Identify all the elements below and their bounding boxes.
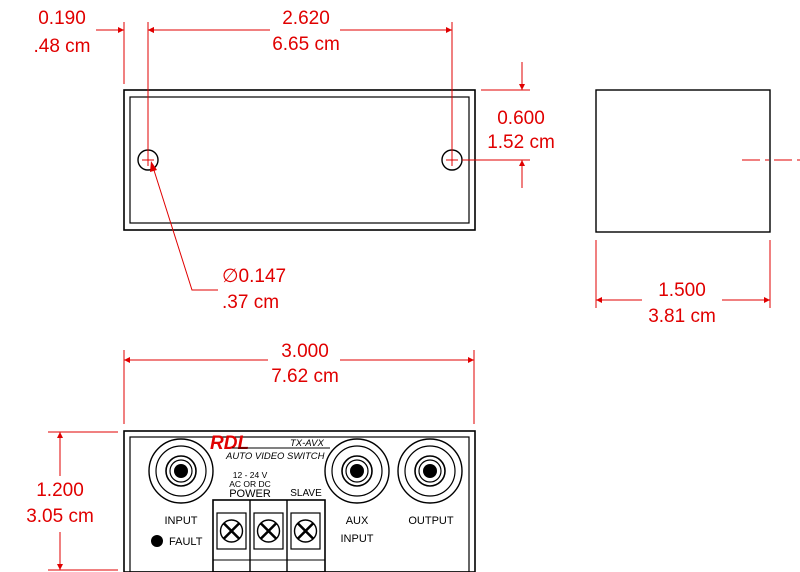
output-label: OUTPUT (408, 515, 454, 527)
aux-input-label: INPUT (341, 533, 374, 545)
dim-front-width-inch: 3.000 (281, 341, 329, 362)
dim-front-width-cm: 7.62 cm (271, 366, 339, 387)
hole-diameter-leader (151, 163, 218, 291)
model-number: TX-AVX (290, 438, 324, 449)
dim-hole-spacing-cm: 6.65 cm (272, 34, 340, 55)
terminal-screw-power-1[interactable] (216, 512, 247, 550)
side-view: 1.500 3.81 cm (595, 89, 800, 327)
dim-left-offset-cm: .48 cm (33, 36, 90, 57)
dim-depth-cm: 3.81 cm (648, 306, 716, 327)
product-name: AUTO VIDEO SWITCH (225, 451, 325, 462)
fault-label: FAULT (169, 536, 203, 548)
bnc-connector-aux-input[interactable] (324, 438, 390, 504)
terminal-screw-power-2[interactable] (253, 512, 284, 550)
brand-logo-text: RDL (210, 433, 249, 454)
hole-diameter-leader-arrow (150, 161, 157, 172)
top-view-outer-outline (123, 89, 476, 231)
input-label: INPUT (165, 515, 198, 527)
power-label: POWER (229, 488, 271, 500)
dim-hole-diameter-cm: .37 cm (222, 292, 279, 313)
side-view-outline (595, 89, 771, 233)
aux-label: AUX (346, 515, 369, 527)
dim-hole-height-inch: 0.600 (497, 108, 545, 129)
dim-hole-height-cm: 1.52 cm (487, 132, 555, 153)
terminal-screw-slave[interactable] (290, 512, 321, 550)
front-panel-outer (123, 430, 476, 572)
top-view-inner-outline (129, 96, 470, 224)
fault-led (151, 535, 163, 547)
front-panel-inner (129, 436, 470, 572)
terminal-block (212, 499, 326, 572)
top-view: 0.190 .48 cm 2.620 6.65 cm 0.600 1.52 cm… (33, 8, 554, 313)
dim-front-height-cm: 3.05 cm (26, 506, 94, 527)
dim-left-offset-inch: 0.190 (38, 8, 86, 29)
voltage-label-line2: AC OR DC (229, 479, 271, 489)
dim-depth-inch: 1.500 (658, 280, 706, 301)
dim-hole-diameter-inch: ∅0.147 (222, 266, 286, 287)
slave-label: SLAVE (290, 488, 322, 499)
dim-hole-spacing-inch: 2.620 (282, 8, 330, 29)
bnc-connector-output[interactable] (397, 438, 463, 504)
front-view: 3.000 7.62 cm 1.200 3.05 cm RDL TX-AVX A… (26, 341, 476, 572)
bnc-connector-input[interactable] (148, 438, 214, 504)
voltage-label-line1: 12 - 24 V (233, 470, 268, 480)
dim-front-height-inch: 1.200 (36, 480, 84, 501)
